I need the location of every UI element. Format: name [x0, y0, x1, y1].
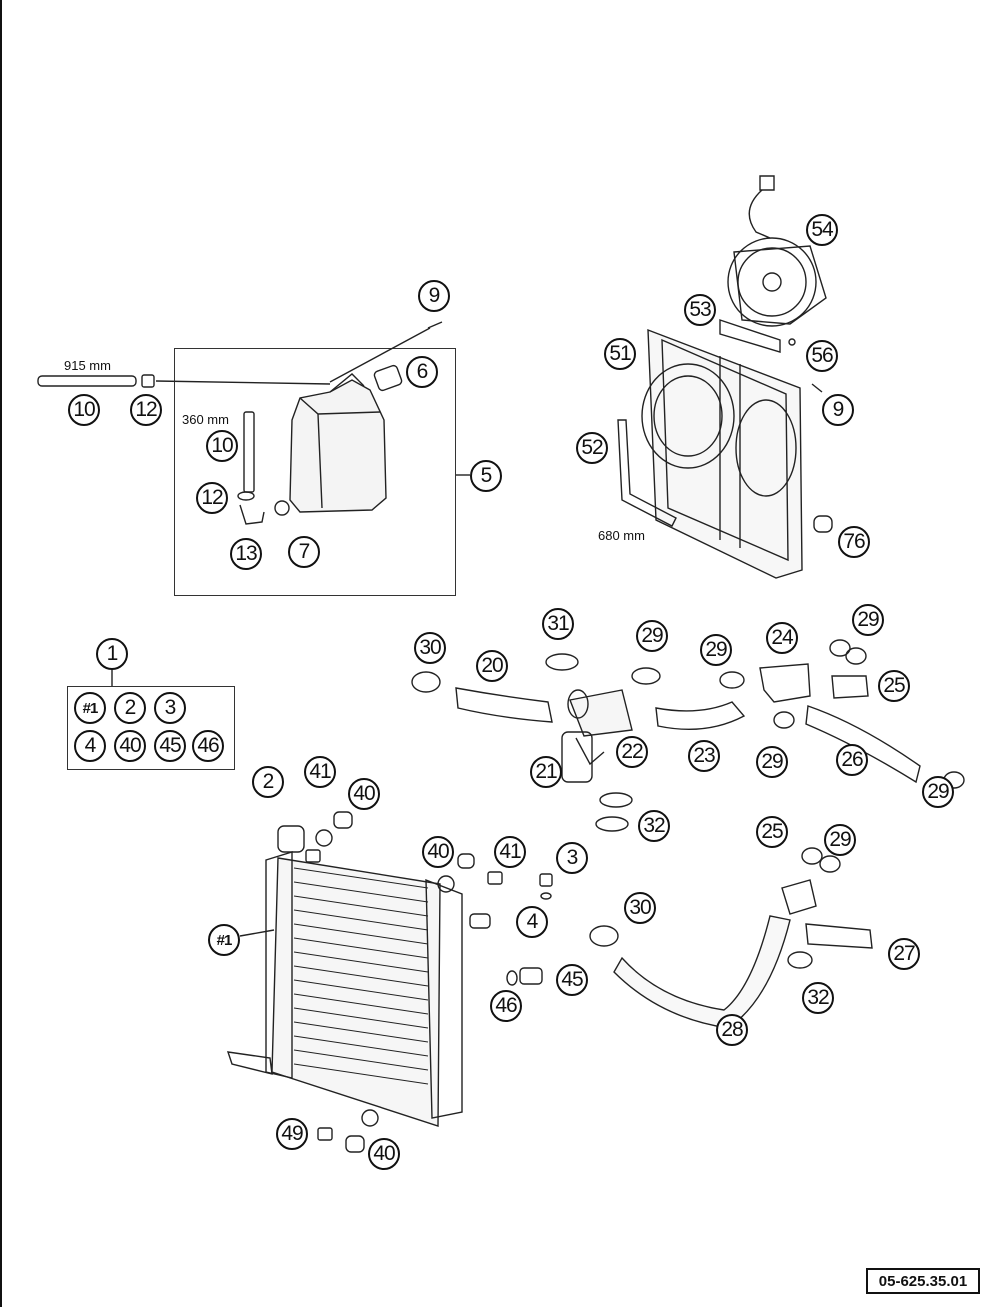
- expansion-tank: [38, 322, 442, 524]
- callout-24: 24: [766, 622, 798, 654]
- callout-20: 20: [476, 650, 508, 682]
- kit-item-4: 4: [74, 730, 106, 762]
- callout-6: 6: [406, 356, 438, 388]
- callout-30: 30: [414, 632, 446, 664]
- callout-52: 52: [576, 432, 608, 464]
- expansion-tank-group-box: [174, 348, 456, 596]
- kit-item-45: 45: [154, 730, 186, 762]
- callout-54: 54: [806, 214, 838, 246]
- lower-hoses: [590, 848, 872, 1028]
- dimension-label-hose-long: 915 mm: [64, 358, 111, 373]
- callout-25: 25: [756, 816, 788, 848]
- callout-3: 3: [556, 842, 588, 874]
- callout-23: 23: [688, 740, 720, 772]
- kit-item-2: 2: [114, 692, 146, 724]
- callout-26: 26: [836, 744, 868, 776]
- callout-41: 41: [304, 756, 336, 788]
- callout-radiator: #1: [208, 924, 240, 956]
- callout-9: 9: [418, 280, 450, 312]
- dimension-label-cable: 680 mm: [598, 528, 645, 543]
- callout-4: 4: [516, 906, 548, 938]
- callout-25: 25: [878, 670, 910, 702]
- callout-12: 12: [196, 482, 228, 514]
- callout-27: 27: [888, 938, 920, 970]
- radiator-hardware: [306, 812, 552, 1152]
- callout-29: 29: [852, 604, 884, 636]
- kit-item-46: 46: [192, 730, 224, 762]
- callout-5: 5: [470, 460, 502, 492]
- kit-item-40: 40: [114, 730, 146, 762]
- callout-29: 29: [824, 824, 856, 856]
- callout-29: 29: [756, 746, 788, 778]
- callout-49: 49: [276, 1118, 308, 1150]
- kit-item-3: 3: [154, 692, 186, 724]
- kit-item-radiator: #1: [74, 692, 106, 724]
- callout-13: 13: [230, 538, 262, 570]
- callout-51: 51: [604, 338, 636, 370]
- callout-10: 10: [206, 430, 238, 462]
- callout-32: 32: [802, 982, 834, 1014]
- callout-29: 29: [922, 776, 954, 808]
- callout-30: 30: [624, 892, 656, 924]
- callout-29: 29: [636, 620, 668, 652]
- callout-45: 45: [556, 964, 588, 996]
- fan-and-shroud: [618, 176, 832, 578]
- callout-56: 56: [806, 340, 838, 372]
- upper-hoses: [412, 640, 964, 831]
- callout-40: 40: [422, 836, 454, 868]
- drawing-number: 05-625.35.01: [866, 1268, 980, 1294]
- radiator-kit-box: [67, 686, 235, 770]
- callout-21: 21: [530, 756, 562, 788]
- leader-line-r1: [240, 930, 274, 936]
- callout-46: 46: [490, 990, 522, 1022]
- callout-28: 28: [716, 1014, 748, 1046]
- callout-40: 40: [368, 1138, 400, 1170]
- callout-2: 2: [252, 766, 284, 798]
- callout-9: 9: [822, 394, 854, 426]
- callout-76: 76: [838, 526, 870, 558]
- frame-border: [0, 0, 2, 1307]
- callout-31: 31: [542, 608, 574, 640]
- callout-53: 53: [684, 294, 716, 326]
- callout-10: 10: [68, 394, 100, 426]
- radiator: [228, 826, 490, 1126]
- callout-41: 41: [494, 836, 526, 868]
- callout-12: 12: [130, 394, 162, 426]
- dimension-label-hose-short: 360 mm: [182, 412, 229, 427]
- callout-22: 22: [616, 736, 648, 768]
- callout-1: 1: [96, 638, 128, 670]
- callout-7: 7: [288, 536, 320, 568]
- callout-29: 29: [700, 634, 732, 666]
- hose-line: [156, 381, 330, 384]
- callout-32: 32: [638, 810, 670, 842]
- callout-40: 40: [348, 778, 380, 810]
